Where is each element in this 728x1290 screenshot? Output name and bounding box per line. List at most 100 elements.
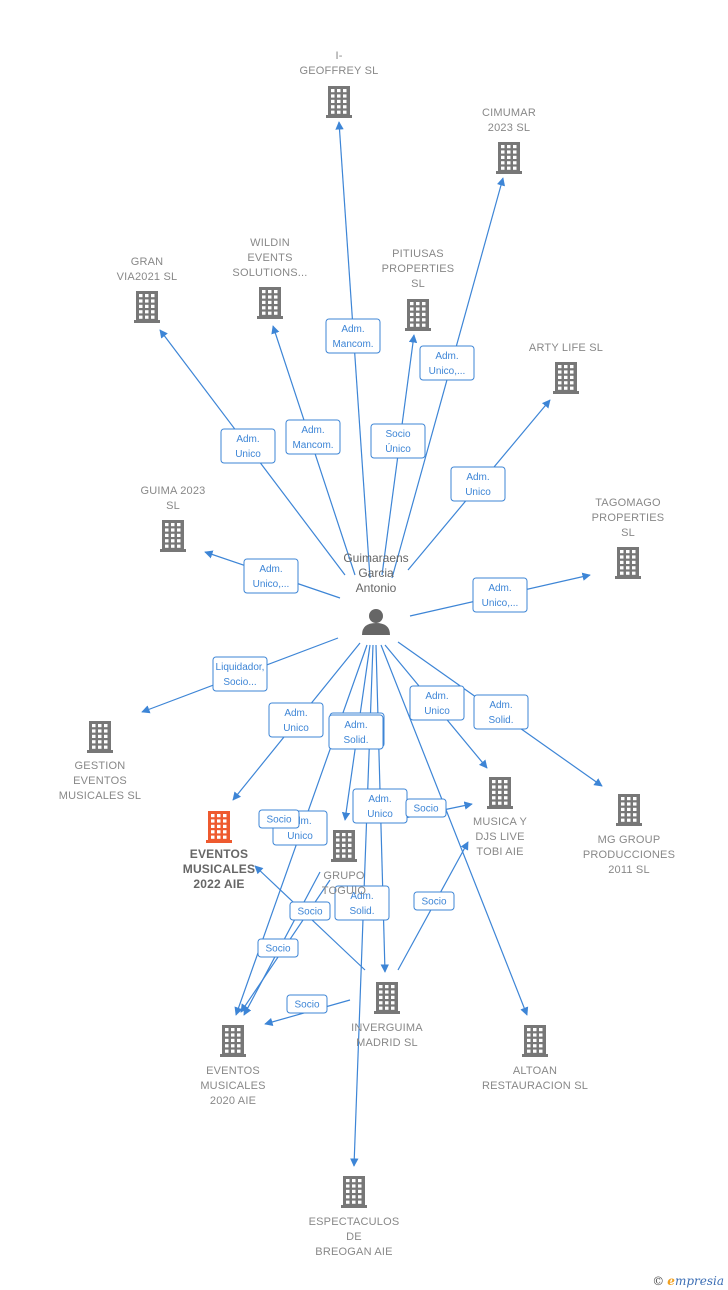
brand-logo: empresia	[667, 1274, 724, 1288]
edge-label-text: Socio...	[223, 677, 256, 688]
company-label: 2011 SL	[608, 864, 650, 876]
edge-label-eventos-2020[interactable]: Socio	[257, 938, 299, 958]
edge-label-text: Socio	[265, 944, 290, 955]
building-icon	[331, 830, 357, 862]
company-label: GEOFFREY SL	[299, 65, 378, 77]
edge-label-altoan[interactable]: Adm.Unico	[352, 788, 408, 824]
company-label: MUSICA Y	[473, 816, 527, 828]
edge-label-text: Socio	[385, 429, 410, 440]
company-label: MADRID SL	[356, 1037, 418, 1049]
company-label: BREOGAN AIE	[315, 1246, 392, 1258]
company-node-espectaculos[interactable]: ESPECTACULOS DE BREOGAN AIE	[309, 1216, 400, 1258]
company-label: MUSICALES SL	[59, 790, 141, 802]
footer-brand: © empresia	[652, 1274, 724, 1288]
company-label: EVENTS	[247, 252, 292, 264]
building-icon	[257, 287, 283, 319]
company-label: TOGUIO	[322, 885, 367, 897]
building-icon	[496, 142, 522, 174]
building-icon	[341, 1176, 367, 1208]
building-icon	[615, 547, 641, 579]
copyright-symbol: ©	[652, 1274, 665, 1288]
company-label: 2022 AIE	[193, 877, 244, 891]
edge-label-text: Socio	[294, 1000, 319, 1011]
company-label: SL	[621, 527, 635, 539]
edge-label-text: Socio	[421, 897, 446, 908]
edge-label-text: Socio	[413, 804, 438, 815]
company-label: TAGOMAGO	[595, 497, 661, 509]
edge-label-text: Adm.	[259, 564, 282, 575]
person-icon	[362, 609, 390, 635]
building-icon	[522, 1025, 548, 1057]
edge-label-mg-group[interactable]: Adm.Solid.	[473, 694, 529, 730]
edge-label-text: Liquidador,	[216, 662, 265, 673]
building-icon	[553, 362, 579, 394]
edge-label-text: Solid.	[349, 906, 374, 917]
company-label: EVENTOS	[206, 1065, 260, 1077]
edge-label-text: Solid.	[343, 735, 368, 746]
company-label: 2020 AIE	[210, 1095, 256, 1107]
edge-label-text: Adm.	[489, 700, 512, 711]
company-label: TOBI AIE	[476, 846, 523, 858]
edge-label-cimumar[interactable]: Adm.Unico,...	[419, 345, 475, 381]
edge-label-text: Unico,...	[429, 366, 466, 377]
edge-label-eventos-2020[interactable]: Socio	[286, 994, 328, 1014]
edge-label-gran-via2021[interactable]: Adm.Unico	[220, 428, 276, 464]
company-label: MG GROUP	[598, 834, 661, 846]
company-node-mg-group[interactable]: MG GROUP PRODUCCIONES 2011 SL	[583, 834, 675, 876]
company-label: WILDIN	[250, 237, 290, 249]
company-label: GRAN	[131, 256, 164, 268]
building-icon	[616, 794, 642, 826]
building-icon	[87, 721, 113, 753]
building-icon	[134, 291, 160, 323]
company-label: MUSICALES	[200, 1080, 265, 1092]
edge-label-eventos-2022[interactable]: Socio	[258, 809, 300, 829]
person-name: Guimaraens	[343, 551, 408, 565]
company-label: PITIUSAS	[392, 248, 444, 260]
edge-label-text: Único	[385, 442, 411, 455]
edge-label-text: Adm.	[368, 794, 391, 805]
edge-label-musica-djs[interactable]: Socio	[413, 891, 455, 911]
company-node-wildin[interactable]: WILDINEVENTSSOLUTIONS...	[232, 237, 307, 279]
edge-label-arty-life[interactable]: Adm.Unico	[450, 466, 506, 502]
company-label: DE	[346, 1231, 362, 1243]
company-label: GESTION	[75, 760, 126, 772]
edge-label-tagomago[interactable]: Adm.Unico,...	[472, 577, 528, 613]
company-node-eventos-2020[interactable]: EVENTOS MUSICALES 2020 AIE	[200, 1065, 265, 1107]
company-node-i-geoffrey[interactable]: I-GEOFFREY SL	[299, 50, 378, 77]
edge-label-guima-2023[interactable]: Adm. Unico,...	[243, 558, 299, 594]
edge-label-text: Unico,...	[253, 579, 290, 590]
edge-label-text: Unico	[235, 449, 261, 460]
edge-label-i-geoffrey[interactable]: Adm.Mancom.	[325, 318, 381, 354]
company-label: PRODUCCIONES	[583, 849, 675, 861]
edge-label-gestion-eventos[interactable]: Liquidador, Socio...	[212, 656, 268, 692]
company-label: RESTAURACION SL	[482, 1080, 588, 1092]
edge-label-inverguima[interactable]: Adm.Solid.	[334, 885, 390, 921]
edge-label-musica-djs[interactable]: Adm. Unico	[409, 685, 465, 721]
edge-label-text: Adm.	[425, 691, 448, 702]
edge-label-musica-djs[interactable]: Socio	[405, 798, 447, 818]
edge-label-espectaculos[interactable]: Adm.Solid.	[328, 714, 384, 750]
edge-label-eventos-2022[interactable]: Adm.Unico	[268, 702, 324, 738]
edge-label-eventos-2022[interactable]: Socio	[289, 901, 331, 921]
edge-label-text: Adm.	[488, 583, 511, 594]
edge-label-wildin[interactable]: Adm.Mancom.	[285, 419, 341, 455]
company-node-arty-life[interactable]: ARTY LIFE SL	[529, 342, 603, 354]
company-label: EVENTOS	[190, 847, 249, 861]
building-icon	[405, 299, 431, 331]
company-label: ESPECTACULOS	[309, 1216, 400, 1228]
edge-label-text: Unico	[424, 706, 450, 717]
